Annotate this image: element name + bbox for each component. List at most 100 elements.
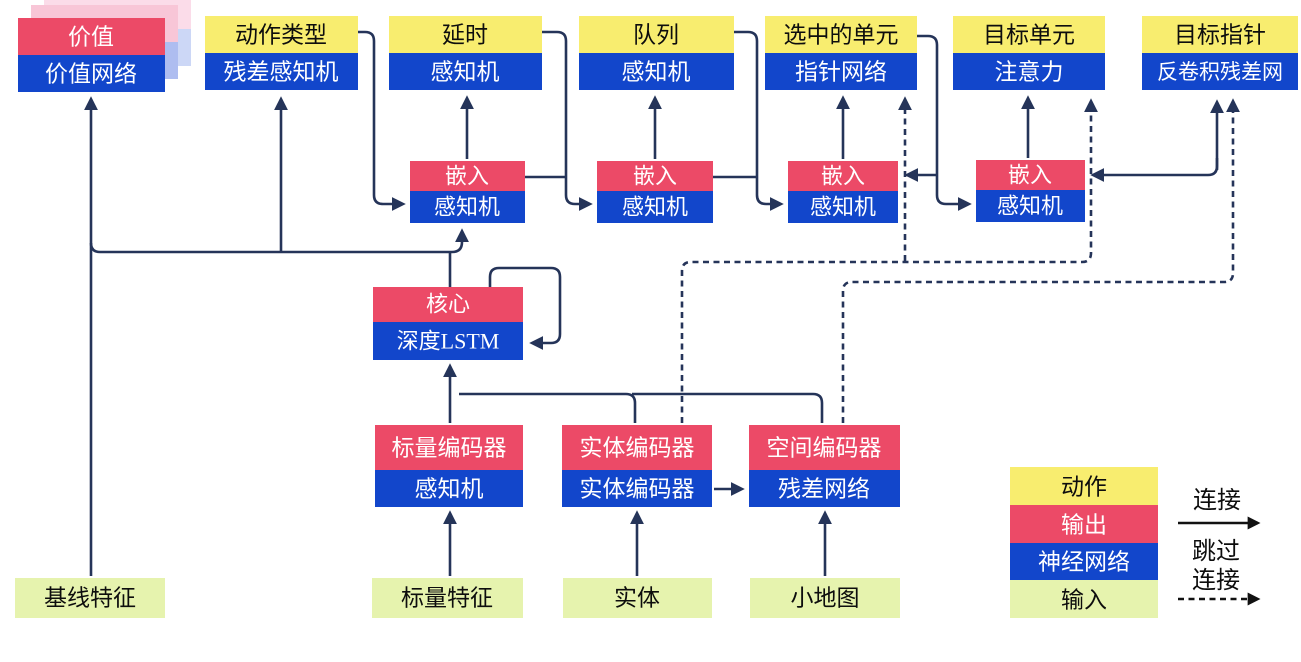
arrow-actiontype-to-embed1: [358, 30, 406, 212]
core-output-band: [373, 287, 523, 322]
core-network-band: [373, 322, 523, 360]
node-target-point: 目标指针 反卷积残差网: [1142, 16, 1298, 90]
core-label: 核心: [426, 292, 470, 317]
actiontype-label: 动作类型: [235, 23, 327, 48]
queue-action-band: [579, 16, 734, 53]
entityfeat-label: 实体: [614, 586, 660, 611]
arrow-selectedunits-to-embed4: [917, 34, 972, 212]
value-output-band: [18, 18, 165, 55]
embed4-output-band: [976, 160, 1085, 190]
arrow-queue-to-embed3: [734, 30, 784, 212]
line-entityenc-to-core: [459, 392, 637, 423]
node-delay: 延时 感知机: [389, 16, 542, 90]
node-embed-1: 嵌入 感知机: [410, 161, 525, 223]
node-scalar-encoder: 标量编码器 感知机: [375, 425, 523, 507]
node-action-type: 动作类型 残差感知机: [205, 16, 358, 90]
selectedunits-network-band: [765, 53, 917, 90]
selectedunits-network-label: 指针网络: [795, 60, 887, 85]
scalarenc-label: 标量编码器: [392, 436, 507, 461]
node-embed-2: 嵌入 感知机: [597, 161, 713, 223]
value-network-band: [18, 55, 165, 92]
skip-spatialenc-to-targetpoint: [841, 98, 1241, 423]
node-spatial-encoder: 空间编码器 残差网络: [749, 425, 900, 507]
targetpoint-action-band: [1142, 16, 1298, 53]
selectedunits-action-band: [765, 16, 917, 53]
queue-network-label: 感知机: [622, 60, 691, 85]
targetpoint-network-band: [1142, 53, 1298, 90]
entityfeat-box: [563, 578, 712, 618]
delay-action-band: [389, 16, 542, 53]
selectedunits-label: 选中的单元: [784, 23, 899, 48]
node-embed-4: 嵌入 感知机: [976, 160, 1085, 222]
node-embed-3: 嵌入 感知机: [788, 161, 898, 223]
arrow-delay-to-embed2: [542, 30, 593, 212]
targetpoint-label: 目标指针: [1174, 23, 1266, 48]
targetpoint-network-label: 反卷积残差网: [1157, 60, 1283, 84]
targetunit-label: 目标单元: [983, 23, 1075, 48]
input-baseline-features: 基线特征: [15, 578, 165, 618]
legend-input-swatch: [1010, 580, 1158, 618]
embed2-network-label: 感知机: [622, 195, 688, 220]
embed4-label: 嵌入: [1008, 163, 1052, 188]
legend-output-swatch: [1010, 505, 1158, 543]
embed3-network-label: 感知机: [810, 195, 876, 220]
entityenc-label: 实体编码器: [580, 436, 695, 461]
legend-action-label: 动作: [1061, 475, 1107, 500]
line-spatialenc-to-core: [632, 392, 824, 423]
delay-network-label: 感知机: [431, 60, 500, 85]
targetunit-network-band: [953, 53, 1105, 90]
node-core: 核心 深度LSTM: [373, 287, 523, 360]
baseline-box: [15, 578, 165, 618]
embed2-output-band: [597, 161, 713, 191]
legend-action-swatch: [1010, 467, 1158, 505]
legend-connection-label: 连接: [1193, 487, 1241, 514]
spatialenc-output-band: [749, 425, 900, 470]
node-selected-units: 选中的单元 指针网络: [765, 16, 917, 90]
legend-network-label: 神经网络: [1038, 550, 1130, 575]
embed2-network-band: [597, 191, 713, 223]
queue-network-band: [579, 53, 734, 90]
legend-skip-label-line1: 跳过: [1192, 538, 1240, 565]
node-entity-encoder: 实体编码器 实体编码器: [562, 425, 712, 507]
queue-label: 队列: [633, 23, 679, 48]
embed1-label: 嵌入: [445, 164, 489, 189]
scalarenc-output-band: [375, 425, 523, 470]
node-value: 价值 价值网络: [18, 18, 165, 92]
entityenc-network-band: [562, 470, 712, 507]
spatialenc-network-band: [749, 470, 900, 507]
entityenc-network-label: 实体编码器: [580, 477, 695, 502]
targetunit-action-band: [953, 16, 1105, 53]
spatialenc-network-label: 残差网络: [778, 477, 870, 502]
delay-network-band: [389, 53, 542, 90]
scalarfeat-label: 标量特征: [401, 586, 493, 611]
legend: 动作 输出 神经网络 输入 连接 跳过 连接: [1010, 467, 1261, 618]
value-label: 价值: [68, 25, 114, 50]
legend-input-label: 输入: [1061, 588, 1107, 613]
embed4-network-band: [976, 190, 1085, 222]
embed1-output-band: [410, 161, 525, 191]
arrow-core-trunk-to-embed1: [89, 228, 470, 254]
input-scalar-features: 标量特征: [372, 578, 523, 618]
scalarenc-network-band: [375, 470, 523, 507]
embed1-network-band: [410, 191, 525, 223]
input-minimap: 小地图: [750, 578, 900, 618]
actiontype-action-band: [205, 16, 358, 53]
actiontype-network-band: [205, 53, 358, 90]
node-queue: 队列 感知机: [579, 16, 734, 90]
scalarenc-network-label: 感知机: [415, 477, 484, 502]
actiontype-network-label: 残差感知机: [224, 60, 339, 85]
core-network-label: 深度LSTM: [397, 329, 500, 354]
embed1-network-label: 感知机: [434, 195, 500, 220]
spatialenc-label: 空间编码器: [767, 436, 882, 461]
arrow-into-embed4-right: [1090, 158, 1219, 183]
entityenc-output-band: [562, 425, 712, 470]
embed3-output-band: [788, 161, 898, 191]
embed2-label: 嵌入: [633, 164, 677, 189]
delay-label: 延时: [442, 23, 488, 48]
embed3-label: 嵌入: [821, 164, 865, 189]
arrow-lstm-self-loop: [488, 266, 562, 351]
value-network-label: 价值网络: [45, 62, 137, 87]
embed3-network-band: [788, 191, 898, 223]
